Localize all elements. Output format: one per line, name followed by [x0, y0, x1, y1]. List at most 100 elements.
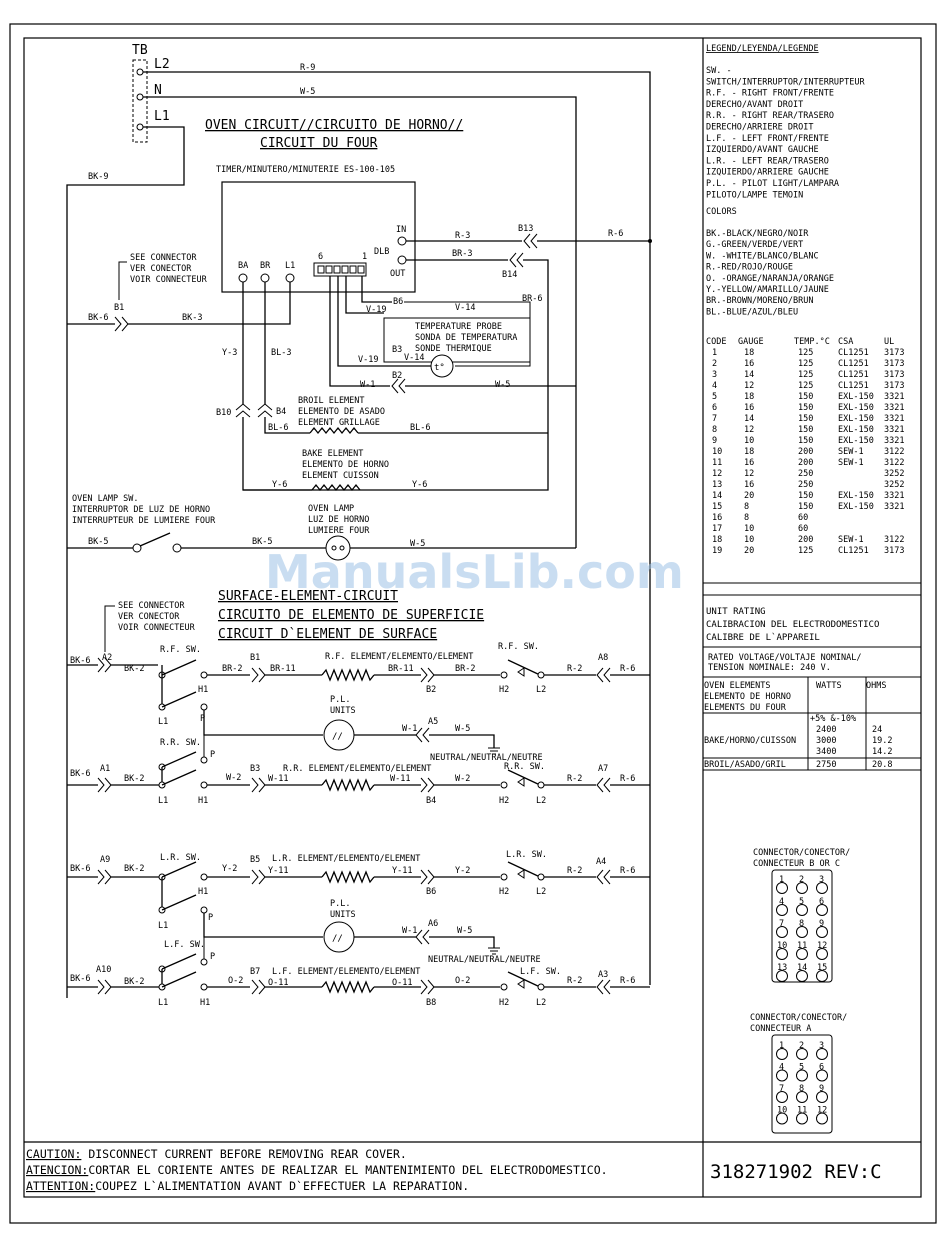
legend-abbr-line: R.F. - RIGHT FRONT/FRENTE — [706, 89, 834, 99]
gauge-table-cell: CL1251 — [838, 348, 869, 358]
svg-text:R.F. ELEMENT/ELEMENTO/ELEMENT: R.F. ELEMENT/ELEMENTO/ELEMENT — [325, 652, 473, 662]
svg-text:WATTS: WATTS — [816, 681, 842, 691]
legend-color-line: Y.-YELLOW/AMARILLO/JAUNE — [706, 285, 829, 295]
svg-text:INTERRUPTOR DE LUZ DE HORNO: INTERRUPTOR DE LUZ DE HORNO — [72, 505, 210, 515]
svg-text:P.L.: P.L. — [330, 899, 350, 909]
svg-text:L2: L2 — [536, 998, 546, 1008]
connector-pin — [796, 1091, 808, 1103]
svg-text:ATTENTION:COUPEZ L`ALIMENTATIO: ATTENTION:COUPEZ L`ALIMENTATION AVANT D`… — [26, 1179, 469, 1193]
gauge-table-cell: 125 — [798, 370, 813, 380]
connector-pin — [796, 970, 808, 982]
svg-text:A7: A7 — [598, 764, 608, 774]
legend-color-line: W. -WHITE/BLANCO/BLANC — [706, 251, 819, 261]
connector-pin — [816, 1091, 828, 1103]
inner-border — [23, 37, 922, 1198]
svg-text:VER CONECTOR: VER CONECTOR — [118, 612, 180, 622]
gauge-table-cell: 125 — [798, 381, 813, 391]
svg-text:OHMS: OHMS — [866, 681, 886, 691]
svg-text:ELEMENTO DE ASADO: ELEMENTO DE ASADO — [298, 407, 385, 417]
svg-text:Y-6: Y-6 — [272, 480, 287, 490]
svg-text:L.F. SW.: L.F. SW. — [520, 967, 561, 977]
svg-text:BK-6: BK-6 — [70, 769, 90, 779]
caution-text: DISCONNECT CURRENT BEFORE REMOVING REAR … — [81, 1147, 406, 1161]
gauge-table-cell: 18 — [712, 535, 722, 545]
broil-element-icon — [309, 426, 359, 435]
connector-pin-label: 3 — [819, 1041, 824, 1051]
svg-text:CALIBRACION DEL ELECTRODOMESTI: CALIBRACION DEL ELECTRODOMESTICO — [706, 620, 879, 630]
svg-text:H1: H1 — [200, 998, 210, 1008]
gauge-table-cell: 3173 — [884, 381, 904, 391]
legend-color-line: BR.-BROWN/MORENO/BRUN — [706, 296, 813, 306]
svg-text:R-6: R-6 — [608, 229, 623, 239]
tb-label: TB — [132, 43, 148, 58]
svg-text:B5: B5 — [250, 855, 260, 865]
gauge-table-cell: 125 — [798, 348, 813, 358]
svg-text:ELEMENTO DE HORNO: ELEMENTO DE HORNO — [704, 692, 791, 702]
connector-pin-label: 12 — [817, 1106, 827, 1116]
svg-text:R.R. ELEMENT/ELEMENTO/ELEMENT: R.R. ELEMENT/ELEMENTO/ELEMENT — [283, 764, 431, 774]
svg-text:A9: A9 — [100, 855, 110, 865]
connector-pin-label: 2 — [799, 1041, 804, 1051]
svg-text:UNITS: UNITS — [330, 910, 356, 920]
svg-text:VER CONECTOR: VER CONECTOR — [130, 264, 192, 274]
connector-pin-label: 10 — [777, 941, 787, 951]
gauge-table-cell: 15 — [712, 502, 722, 512]
gauge-table-cell: 8 — [744, 513, 749, 523]
svg-text:P.L.: P.L. — [330, 695, 350, 705]
svg-text:SONDE THERMIQUE: SONDE THERMIQUE — [415, 344, 492, 354]
svg-text:CAUTION: DISCONNECT CURRENT BE: CAUTION: DISCONNECT CURRENT BEFORE REMOV… — [26, 1147, 407, 1161]
gauge-table-cell: CL1251 — [838, 359, 869, 369]
atencion-text: CORTAR EL CORIENTE ANTES DE REALIZAR EL … — [88, 1163, 607, 1177]
gauge-table-cell: EXL-150 — [838, 392, 874, 402]
connector-pin — [776, 948, 788, 960]
svg-text:BK-3: BK-3 — [182, 313, 202, 323]
surface-title-1: SURFACE-ELEMENT-CIRCUIT — [218, 589, 398, 604]
svg-text:BK-5: BK-5 — [252, 537, 272, 547]
rr-switch — [161, 769, 197, 786]
svg-text:UNITS: UNITS — [330, 706, 356, 716]
connector-pin-label: 1 — [779, 1041, 784, 1051]
svg-text:L.R. ELEMENT/ELEMENTO/ELEMENT: L.R. ELEMENT/ELEMENTO/ELEMENT — [272, 854, 420, 864]
svg-text:H1: H1 — [198, 887, 208, 897]
svg-text:H2: H2 — [499, 796, 509, 806]
svg-text:L1: L1 — [158, 998, 168, 1008]
gauge-table-cell: 150 — [798, 392, 813, 402]
svg-text:TEMPERATURE PROBE: TEMPERATURE PROBE — [415, 322, 502, 332]
connector-pin-label: 7 — [779, 919, 784, 929]
timer-connector — [313, 262, 367, 277]
svg-text:BL-6: BL-6 — [410, 423, 430, 433]
legend-abbr-line: SWITCH/INTERRUPTOR/INTERRUPTEUR — [706, 77, 866, 87]
gauge-table-cell: 3321 — [884, 414, 904, 424]
svg-text:Y-11: Y-11 — [268, 866, 288, 876]
svg-text:2400: 2400 — [816, 725, 836, 735]
svg-text:W-5: W-5 — [455, 724, 470, 734]
svg-text:R-2: R-2 — [567, 976, 582, 986]
connector-pin — [816, 1112, 828, 1125]
tb-l2: L2 — [154, 57, 170, 72]
svg-text:3400: 3400 — [816, 747, 836, 757]
gauge-table-cell: 200 — [798, 458, 813, 468]
gauge-table-cell: 3252 — [884, 469, 904, 479]
gauge-table-cell: 150 — [798, 502, 813, 512]
gauge-table-cell: 3173 — [884, 546, 904, 556]
svg-text:P: P — [210, 952, 215, 962]
svg-text:INTERRUPTEUR DE LUMIERE FOUR: INTERRUPTEUR DE LUMIERE FOUR — [72, 516, 216, 526]
tb-l1: L1 — [154, 109, 170, 124]
watermark: ManualsLib.com — [265, 545, 684, 599]
legend-abbr-line: SW. - — [706, 66, 732, 76]
svg-text:A6: A6 — [428, 919, 438, 929]
connector-pin — [816, 882, 828, 894]
connector-pin-label: 6 — [819, 897, 824, 907]
gauge-table-cell: 20 — [744, 546, 754, 556]
svg-text:R-6: R-6 — [620, 976, 635, 986]
svg-text:H2: H2 — [499, 685, 509, 695]
svg-text:ELEMENT CUISSON: ELEMENT CUISSON — [302, 471, 379, 481]
svg-text:BROIL ELEMENT: BROIL ELEMENT — [298, 396, 365, 406]
svg-text:B14: B14 — [502, 270, 517, 280]
gauge-table-cell: 200 — [798, 535, 813, 545]
connector-pin — [776, 904, 788, 916]
gauge-table-cell: 3321 — [884, 502, 904, 512]
attention-label: ATTENTION: — [26, 1179, 95, 1193]
